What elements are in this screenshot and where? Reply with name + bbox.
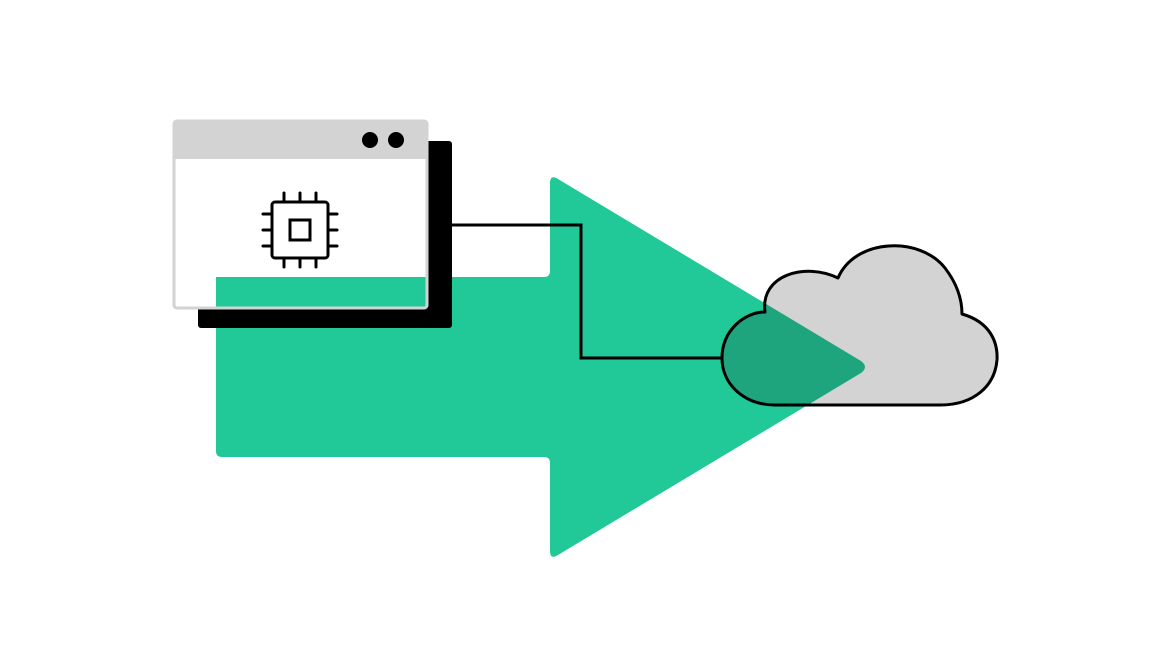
- window-dot-icon: [362, 132, 378, 148]
- connector-line: [452, 223, 722, 360]
- app-window-icon: [172, 119, 429, 310]
- migration-arrow-icon: [216, 177, 865, 557]
- window-dot-icon: [388, 132, 404, 148]
- cpu-chip-icon: [261, 191, 339, 269]
- cloud-icon: [720, 244, 999, 407]
